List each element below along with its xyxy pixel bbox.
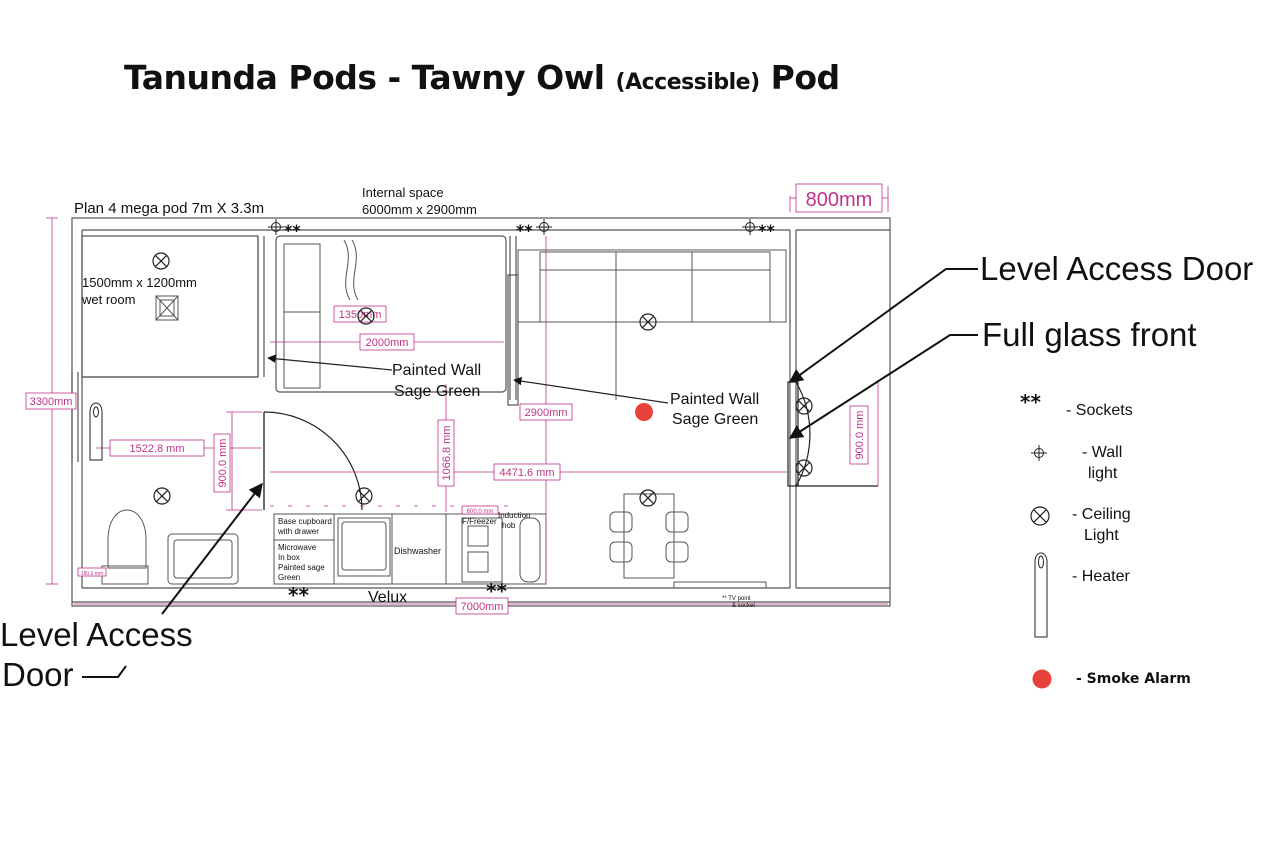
ceiling-light-icon — [357, 307, 375, 325]
kitchen-units — [273, 513, 547, 585]
dim-1066: 1066.8 mm — [441, 425, 453, 480]
callout-level-access-door-left-line1: Level Access — [0, 616, 193, 653]
tv-point-line2: & socket — [732, 603, 755, 609]
fridge-label: F/Freezer — [462, 517, 497, 526]
bedroom-furniture — [283, 239, 359, 389]
wet-room-line2: wet room — [81, 292, 135, 307]
internal-space-line2: 6000mm x 2900mm — [362, 202, 477, 217]
induction-line2: hob — [502, 521, 516, 530]
socket-bedroom: ** — [284, 221, 301, 240]
heater-icon — [89, 402, 103, 461]
page-title: Tanunda Pods - Tawny Owl (Accessible) Po… — [124, 58, 840, 97]
dim-900-right: 900.0 mm — [854, 411, 866, 460]
title-main: Tanunda Pods - Tawny Owl — [124, 58, 605, 97]
induction-line1: Induction — [498, 511, 530, 520]
ceiling-light-icon — [152, 252, 170, 270]
internal-space-line1: Internal space — [362, 185, 444, 200]
microwave-line1: Microwave — [278, 543, 317, 552]
microwave-line2: In box — [278, 553, 300, 562]
ceiling-light-icon — [153, 487, 171, 505]
plan-label: Plan 4 mega pod 7m X 3.3m — [74, 200, 264, 217]
dining-table — [609, 493, 689, 579]
wet-room-line1: 1500mm x 1200mm — [82, 275, 197, 290]
wall-light-icon — [1031, 445, 1047, 461]
plan-labels: Plan 4 mega pod 7m X 3.3m Internal space… — [74, 185, 759, 609]
legend-sockets-symbol: ** — [1020, 390, 1041, 414]
legend-wall-light-line1: - Wall — [1082, 444, 1123, 461]
legend-heater-text: - Heater — [1072, 568, 1130, 585]
socket-kitchen-2: ** — [486, 579, 507, 603]
dim-1522: 1522.8 mm — [129, 443, 184, 455]
legend-smoke-alarm-text: - Smoke Alarm — [1076, 671, 1191, 687]
heater-icon — [1034, 552, 1048, 638]
sofa — [517, 249, 787, 400]
tv-point-line1: ** TV point — [722, 596, 751, 602]
callout-level-access-door-left-line2: Door — [2, 656, 74, 693]
dim-3300: 3300mm — [30, 396, 73, 408]
title-suffix: Pod — [770, 58, 840, 97]
ceiling-light-icon — [639, 313, 657, 331]
legend-sockets-text: - Sockets — [1066, 402, 1133, 419]
ceiling-light-icon — [795, 459, 813, 477]
socket-bedroom-2: ** — [516, 221, 533, 240]
dim-900-left: 900.0 mm — [217, 439, 229, 488]
wall-light-icon — [742, 219, 758, 235]
microwave-line3: Painted sage — [278, 563, 325, 572]
painted-wall-1-line1: Painted Wall — [392, 362, 481, 379]
callout-arrows — [82, 268, 978, 678]
doors — [263, 381, 878, 511]
microwave-line4: Green — [278, 573, 300, 582]
painted-wall-1-line2: Sage Green — [394, 383, 480, 400]
dishwasher-label: Dishwasher — [394, 546, 441, 556]
painted-wall-2-line2: Sage Green — [672, 411, 758, 428]
dim-wetroom-small: 180.0 mm — [81, 571, 103, 577]
dim-800: 800mm — [806, 189, 873, 211]
dim-600: 600.0 mm — [467, 509, 494, 515]
legend-wall-light-line2: light — [1088, 465, 1118, 482]
smoke-alarm-icon — [1032, 669, 1052, 689]
base-cupboard-line2: with drawer — [277, 527, 319, 536]
legend-ceiling-light-line1: - Ceiling — [1072, 506, 1131, 523]
smoke-alarm-icon — [635, 403, 653, 421]
dim-2900: 2900mm — [525, 407, 568, 419]
callout-full-glass-front: Full glass front — [982, 316, 1197, 353]
wall-light-icon — [268, 219, 284, 235]
base-cupboard-line1: Base cupboard — [278, 517, 332, 526]
wall-arrows — [267, 354, 669, 404]
dimension-boxes — [25, 183, 883, 615]
ceiling-lights — [152, 252, 813, 507]
painted-wall-2-line1: Painted Wall — [670, 391, 759, 408]
velux-label: Velux — [368, 589, 407, 606]
ceiling-light-icon — [795, 397, 813, 415]
dim-4471: 4471.6 mm — [499, 467, 554, 479]
socket-kitchen-1: ** — [288, 583, 309, 607]
bathroom-fixtures — [101, 295, 239, 585]
ceiling-light-icon — [639, 489, 657, 507]
socket-marks: ** ** ** ** ** — [284, 221, 775, 607]
wall-light-icon — [536, 219, 552, 235]
dim-2000: 2000mm — [366, 337, 409, 349]
wall-lights — [268, 219, 758, 235]
tv-unit — [673, 581, 767, 589]
legend-ceiling-light-line2: Light — [1084, 527, 1119, 544]
ceiling-light-icon — [1030, 506, 1050, 526]
socket-living: ** — [758, 221, 775, 240]
dim-7000: 7000mm — [461, 601, 504, 613]
ceiling-light-icon — [355, 487, 373, 505]
callout-level-access-door-right: Level Access Door — [980, 250, 1254, 287]
title-accessible: (Accessible) — [615, 70, 761, 95]
